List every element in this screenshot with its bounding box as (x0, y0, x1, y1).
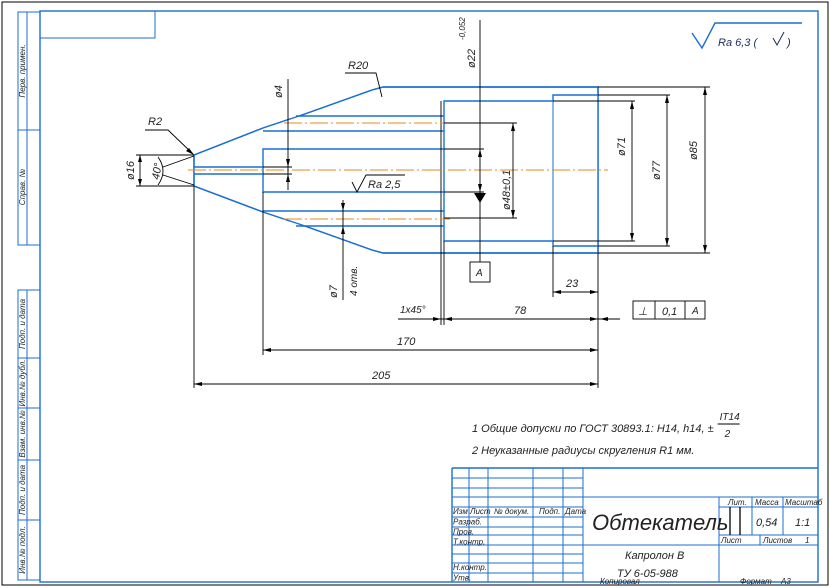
header-change: Изм (453, 507, 468, 516)
note-1-fraction: IT14 2 (717, 412, 740, 440)
part-section (188, 86, 608, 325)
dim-d77: ø77 (651, 160, 663, 180)
note-2: 2 Неуказанные радиусы скругления R1 мм. (471, 445, 694, 457)
datum-label: A (475, 268, 483, 279)
dim-d48: ø48±0,1 (501, 170, 513, 210)
role-tech-control: Т.контр. (453, 538, 485, 547)
title-block: Изм Лист № докум. Подп. Дата Разраб. Про… (451, 467, 823, 583)
roughness-close: ) (785, 37, 791, 49)
dim-205: 205 (371, 370, 391, 382)
dim-170: 170 (397, 336, 416, 348)
perpendicularity-icon: ⊥ (638, 306, 648, 318)
dim-d7: ø7 (328, 284, 340, 298)
dim-78: 78 (514, 305, 527, 317)
dim-d85: ø85 (688, 140, 700, 160)
dim-holes-count: 4 отв. (349, 266, 360, 296)
header-signature: Подп. (539, 507, 560, 516)
scale-value: 1:1 (795, 517, 810, 529)
side-label-orig-inv: Инв.№ подл. (18, 526, 27, 573)
dim-d4: ø4 (273, 85, 285, 98)
dimensions: 205 170 78 1x45° 23 ø85 ø77 ø71 ø48±0,1 … (125, 17, 710, 388)
drawing-frame (39, 10, 819, 583)
roughness-value: Ra 6,3 ( (718, 37, 758, 49)
dim-d16: ø16 (125, 160, 137, 180)
mass-value: 0,54 (756, 517, 777, 529)
header-doc-no: № докум. (494, 507, 529, 516)
side-label-dup-inv: Инв.№ дубл. (18, 360, 27, 407)
datum-triangle-icon (474, 193, 486, 203)
dim-angle40: 40° (150, 161, 165, 180)
perpendicularity-tolerance-frame: ⊥ 0,1 A (632, 300, 706, 320)
roughness-ra25: Ra 2,5 (368, 179, 401, 191)
material-line-2: ТУ 6-05-988 (617, 568, 679, 580)
dim-d22: ø22 (466, 49, 478, 68)
tolerance-value: 0,1 (662, 306, 677, 318)
side-label-sign-date-2: Подп. и дата (18, 464, 27, 515)
general-roughness-symbol: Ra 6,3 ( ) (691, 22, 802, 50)
footer-format: А3 (780, 577, 791, 586)
datum-box (469, 261, 491, 283)
side-label-ref-no: Справ. № (18, 168, 27, 205)
lit-label: Лит. (727, 498, 747, 507)
check-mark-icon (772, 31, 785, 47)
top-left-box (40, 11, 156, 39)
dim-d22-tolerance: -0,052 (458, 17, 467, 40)
header-sheet: Лист (469, 507, 491, 516)
dim-d71: ø71 (616, 137, 628, 156)
sheets-count: 1 (805, 536, 809, 545)
role-developed: Разраб. (453, 518, 482, 527)
technical-notes: 1 Общие допуски по ГОСТ 30893.1: H14, h1… (471, 412, 740, 457)
dim-23: 23 (565, 278, 579, 290)
side-label-sign-date-1: Подп. и дата (18, 298, 27, 349)
sheets-label: Листов (762, 536, 792, 545)
material-line-1: Капролон В (625, 550, 684, 562)
dim-r2: R2 (148, 116, 162, 128)
note-1-fraction-numerator: IT14 (720, 412, 740, 423)
scale-label: Масштаб (785, 498, 823, 507)
role-norm-control: Н.контр. (453, 563, 487, 572)
footer-copied: Копировал (600, 577, 640, 586)
note-1-fraction-denominator: 2 (724, 429, 731, 440)
side-strip: Перв. примен. Справ. № Подп. и дата Инв.… (17, 11, 41, 581)
side-label-first-use: Перв. примен. (18, 44, 27, 97)
sheet-label: Лист (720, 536, 742, 545)
dim-r20: R20 (348, 60, 369, 72)
side-label-replace-inv: Взам. инв.№ (18, 410, 27, 458)
role-checked: Пров. (453, 528, 474, 537)
tolerance-datum: A (691, 306, 699, 317)
mass-label: Масса (755, 498, 779, 507)
footer-format-label: Формат (740, 577, 772, 586)
part-name: Обтекатель (592, 510, 728, 535)
role-approved: Утв. (452, 574, 471, 583)
note-1: 1 Общие допуски по ГОСТ 30893.1: H14, h1… (472, 423, 714, 435)
header-date: Дата (564, 507, 587, 516)
dim-chamfer: 1x45° (400, 305, 426, 316)
